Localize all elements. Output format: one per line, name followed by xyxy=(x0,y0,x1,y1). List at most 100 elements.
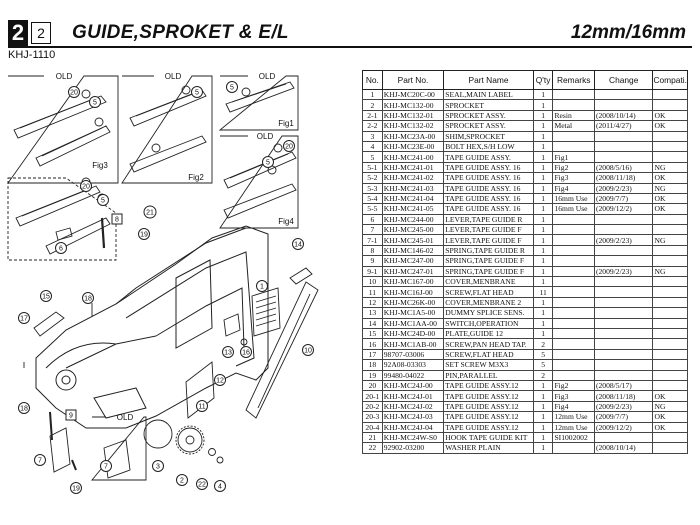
remarks: Fig4 xyxy=(552,400,595,413)
remarks xyxy=(552,369,595,381)
quantity: 1 xyxy=(532,172,554,184)
part-number: 98707-03006 xyxy=(381,348,445,361)
remarks xyxy=(552,255,595,267)
kit-box-21 xyxy=(7,177,117,261)
change-date xyxy=(593,296,654,309)
quantity: 2 xyxy=(532,369,554,381)
part-number: KHJ-MC241-05 xyxy=(381,203,445,215)
compatibility xyxy=(652,213,688,226)
quantity: 1 xyxy=(532,307,554,319)
row-number: 15 xyxy=(362,327,383,340)
part-number: KHJ-MC241-02 xyxy=(381,172,445,184)
row-number: 5-4 xyxy=(362,192,383,205)
remarks: Metal xyxy=(552,120,595,132)
svg-text:9: 9 xyxy=(69,413,73,420)
column-header: Compati. xyxy=(652,70,688,90)
compatibility xyxy=(652,255,688,267)
quantity: 1 xyxy=(532,296,554,309)
callout: 10 xyxy=(302,344,314,356)
part-name: LEVER,TAPE GUIDE R xyxy=(443,213,534,226)
part-name: SCREW,FLAT HEAD xyxy=(443,348,534,361)
table-header-row: No. Part No. Part Name Q'ty Remarks Chan… xyxy=(362,70,688,90)
callout: 19 xyxy=(70,482,82,494)
row-number: 3 xyxy=(362,130,383,142)
exploded-parts-diagram: OLD OLD OLD OLD OLD Fig1 Fig2 Fig3 Fig4 … xyxy=(7,72,319,494)
svg-text:19: 19 xyxy=(72,486,80,493)
change-date xyxy=(593,244,654,257)
compatibility xyxy=(652,307,688,319)
change-date: (2008/5/16) xyxy=(593,161,654,174)
part-number: KHJ-MC1A5-00 xyxy=(381,307,445,319)
part-name: TAPE GUIDE ASSY.12 xyxy=(443,390,534,402)
change-date xyxy=(593,255,654,267)
old-box-fig1 xyxy=(218,75,299,131)
change-date: (2009/7/7) xyxy=(593,192,654,205)
svg-text:12: 12 xyxy=(216,378,224,385)
svg-text:7: 7 xyxy=(38,458,42,465)
svg-text:11: 11 xyxy=(198,404,205,411)
part-number: 92A08-03303 xyxy=(381,359,445,371)
svg-text:1: 1 xyxy=(260,284,264,291)
part-number: KHJ-MC247-01 xyxy=(381,265,445,278)
compatibility xyxy=(652,296,688,309)
compatibility xyxy=(652,317,688,330)
parts-table: No. Part No. Part Name Q'ty Remarks Chan… xyxy=(362,70,688,454)
part-number: KHJ-MC24D-00 xyxy=(381,327,445,340)
row-number: 20-2 xyxy=(362,400,383,413)
row-number: 13 xyxy=(362,307,383,319)
compatibility xyxy=(652,276,688,288)
quantity: 1 xyxy=(532,244,554,257)
change-date xyxy=(593,88,654,101)
row-number: 8 xyxy=(362,244,383,257)
quantity: 1 xyxy=(532,161,554,174)
part-number: KHJ-MC245-00 xyxy=(381,224,445,236)
column-header: Q'ty xyxy=(532,70,554,90)
callout: 20 xyxy=(68,86,80,98)
part-name: LEVER,TAPE GUIDE F xyxy=(443,224,534,236)
quantity: 1 xyxy=(532,411,554,423)
part-number: KHJ-MC24W-S0 xyxy=(381,431,445,444)
row-number: 1 xyxy=(362,88,383,101)
remarks: Fig3 xyxy=(552,390,595,402)
washer-plain xyxy=(208,448,216,456)
remarks xyxy=(552,327,595,340)
remarks: Fig2 xyxy=(552,379,595,392)
compatibility xyxy=(652,130,688,142)
switch-operation xyxy=(289,267,313,285)
compatibility xyxy=(652,244,688,257)
row-number: 5-2 xyxy=(362,172,383,184)
compatibility xyxy=(652,359,688,371)
old-label: OLD xyxy=(117,413,134,422)
row-number: 14 xyxy=(362,317,383,330)
row-number: 19 xyxy=(362,369,383,381)
subsection-number: 2 xyxy=(31,22,51,44)
row-number: 5-3 xyxy=(362,182,383,194)
change-date: (2008/10/14) xyxy=(593,109,654,122)
svg-text:21: 21 xyxy=(146,210,154,217)
remarks xyxy=(552,359,595,371)
change-date: (2009/2/23) xyxy=(593,265,654,278)
compatibility xyxy=(652,379,688,392)
callout: 20 xyxy=(283,140,295,152)
svg-text:16: 16 xyxy=(242,350,250,357)
row-number: 16 xyxy=(362,338,383,350)
part-name: LEVER,TAPE GUIDE F xyxy=(443,234,534,246)
row-number: 9-1 xyxy=(362,265,383,278)
part-number: KHJ-MC245-01 xyxy=(381,234,445,246)
remarks xyxy=(552,224,595,236)
part-name: PIN,PARALLEL xyxy=(443,369,534,381)
compatibility xyxy=(652,431,688,444)
callout: 4 xyxy=(214,480,226,492)
dummy-splice-sensor xyxy=(223,313,241,337)
quantity: 1 xyxy=(532,317,554,330)
part-name: TAPE GUIDE ASSY. xyxy=(443,151,534,163)
part-number: KHJ-MC241-01 xyxy=(381,161,445,174)
compatibility: OK xyxy=(652,192,688,205)
svg-text:18: 18 xyxy=(20,406,28,413)
row-number: 7 xyxy=(362,224,383,236)
